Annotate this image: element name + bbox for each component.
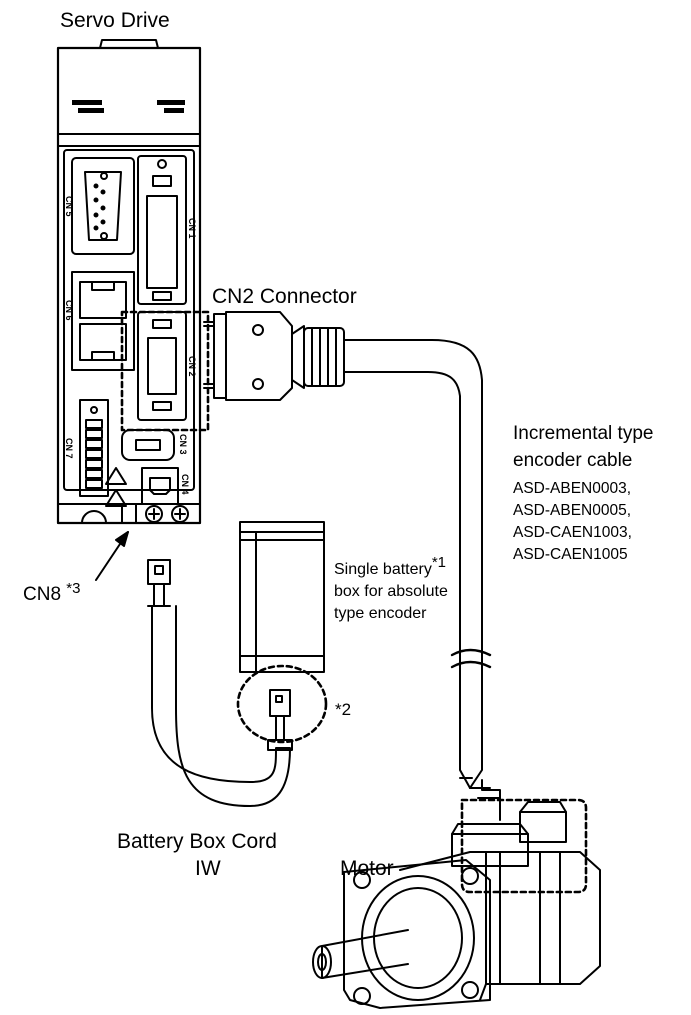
cn8-arrow — [96, 532, 128, 580]
cn1-marking: CN 1 — [187, 218, 197, 239]
ground-terminals — [58, 504, 200, 523]
drive-logo-mark — [72, 100, 185, 113]
cn7-marking: CN 7 — [64, 438, 74, 459]
cn5-marking: CN 5 — [64, 196, 74, 217]
encoder-cable-model-1: ASD-ABEN0003, — [513, 478, 631, 499]
battery-box-label-line1: Single battery*1 — [334, 559, 446, 581]
motor-connector-highlight — [462, 800, 586, 892]
cn2-marking: CN 2 — [187, 356, 197, 377]
cn6-marking: CN 6 — [64, 300, 74, 321]
cn1-port — [138, 156, 186, 304]
cn2-connector — [204, 312, 344, 400]
cn8-label-text: CN8 — [23, 584, 61, 605]
cn4-marking: CN 4 — [180, 474, 190, 495]
motor-label: Motor — [340, 857, 394, 881]
servo-motor — [313, 802, 600, 1008]
servo-drive: CN 5 CN 1 CN 6 CN 2 CN 7 CN 3 CN 4 — [58, 40, 200, 523]
cn3-marking: CN 3 — [178, 434, 188, 455]
note-1-ref: *1 — [432, 554, 446, 571]
battery-box-label-line3: type encoder — [334, 603, 427, 625]
battery-cord-label-line1: Battery Box Cord — [117, 830, 277, 854]
battery-box-label-line2: box for absolute — [334, 581, 448, 603]
encoder-cable-title-line2: encoder cable — [513, 450, 632, 472]
note-2-ref: *2 — [335, 700, 351, 720]
encoder-cable-title-line1: Incremental type — [513, 423, 653, 445]
cn7-port — [80, 400, 108, 496]
encoder-cable-model-4: ASD-CAEN1005 — [513, 544, 628, 565]
cn3-port — [122, 430, 174, 460]
battery-box-label-text: Single battery — [334, 561, 432, 578]
battery-cord-label-line2: IW — [195, 857, 221, 881]
encoder-cable-model-2: ASD-ABEN0005, — [513, 500, 631, 521]
cn5-port — [72, 158, 134, 254]
battery-cord — [148, 560, 292, 806]
cn4-port — [142, 468, 178, 504]
cn8-label: CN8 *3 — [23, 584, 80, 606]
servo-drive-label: Servo Drive — [60, 9, 170, 33]
encoder-cable-model-3: ASD-CAEN1003, — [513, 522, 632, 543]
cn2-port — [138, 312, 186, 420]
battery-box — [240, 522, 324, 740]
cn2-connector-label: CN2 Connector — [212, 285, 357, 309]
battery-connector-highlight — [238, 666, 326, 742]
note-3-ref: *3 — [66, 580, 80, 597]
cn6-port — [72, 272, 134, 370]
